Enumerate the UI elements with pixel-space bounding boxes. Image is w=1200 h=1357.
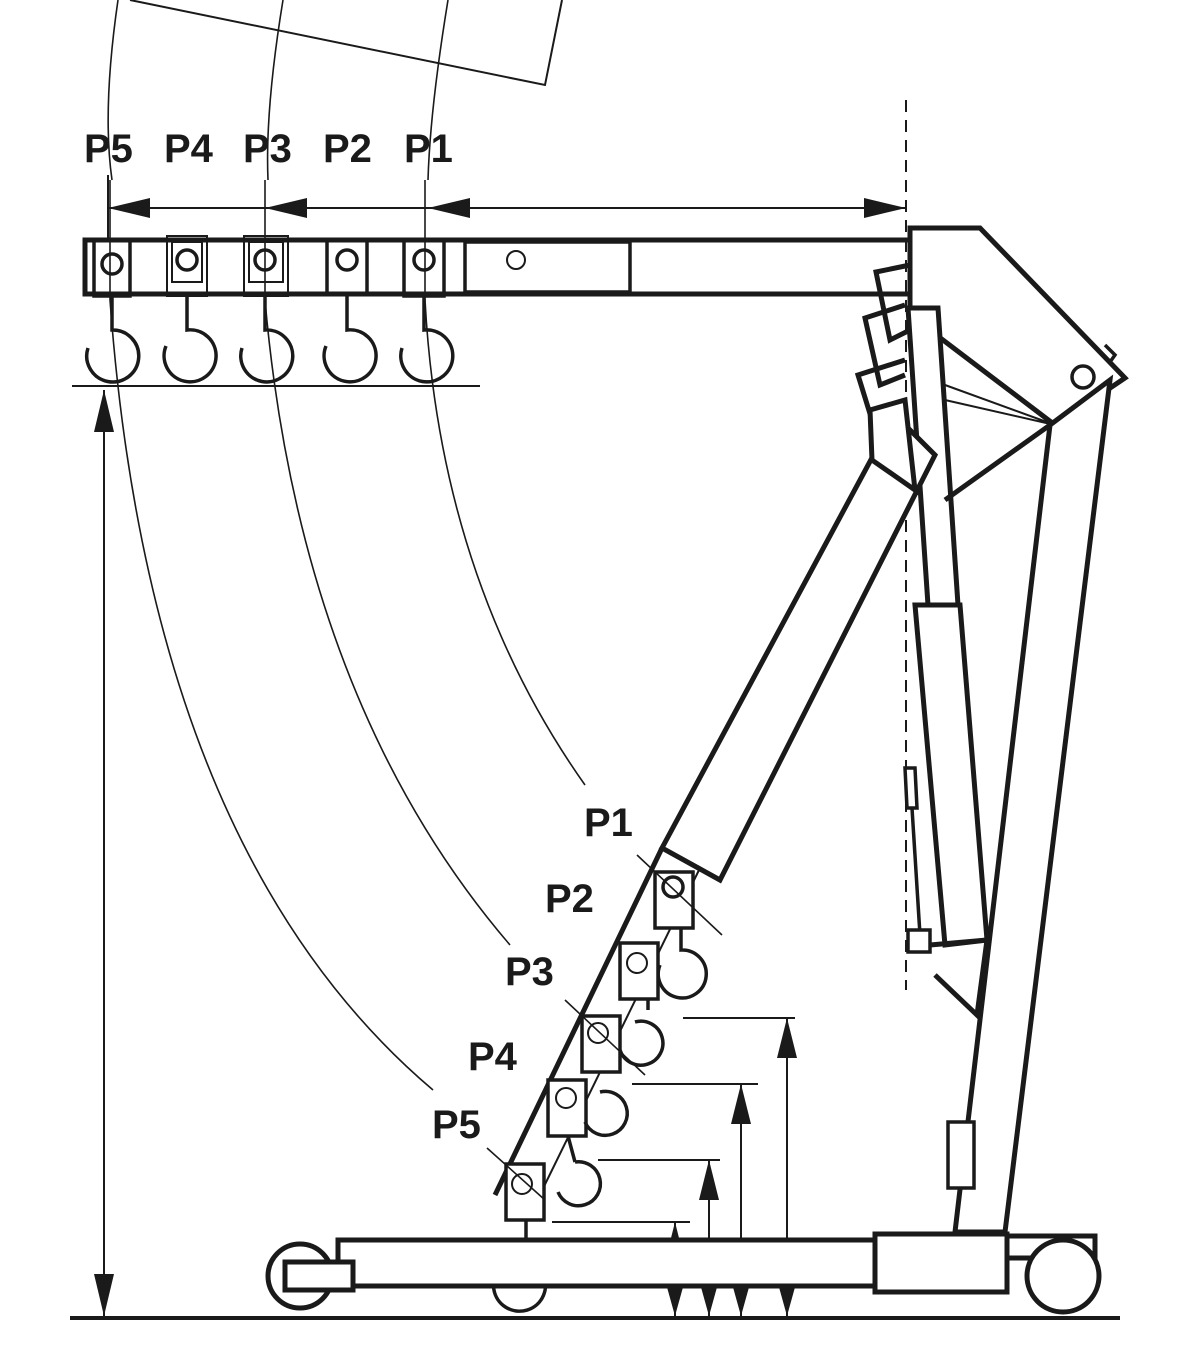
top-label-p4: P4 [164, 127, 214, 171]
horizontal-boom [82, 235, 978, 298]
crane-base [265, 1231, 1102, 1315]
folded-boom-outline [129, 0, 563, 87]
top-hooks [84, 296, 455, 384]
boom-label-p1: P1 [584, 801, 633, 845]
boom-label-p4: P4 [468, 1035, 518, 1079]
height-dimension [94, 390, 114, 1316]
top-label-p2: P2 [323, 127, 372, 171]
top-label-p5: P5 [84, 127, 133, 171]
boom-label-p3: P3 [505, 950, 554, 994]
boom-label-p2: P2 [545, 877, 594, 921]
top-label-p3: P3 [243, 127, 292, 171]
top-position-labels: P5 P4 P3 P2 P1 [84, 127, 453, 171]
reach-dimension [107, 175, 906, 240]
front-wheel [1024, 1237, 1102, 1315]
top-label-p1: P1 [404, 127, 453, 171]
lowered-boom-positions [486, 854, 723, 1313]
boom-position-labels: P1 P2 P3 P4 P5 [432, 801, 633, 1147]
boom-label-p5: P5 [432, 1103, 481, 1147]
